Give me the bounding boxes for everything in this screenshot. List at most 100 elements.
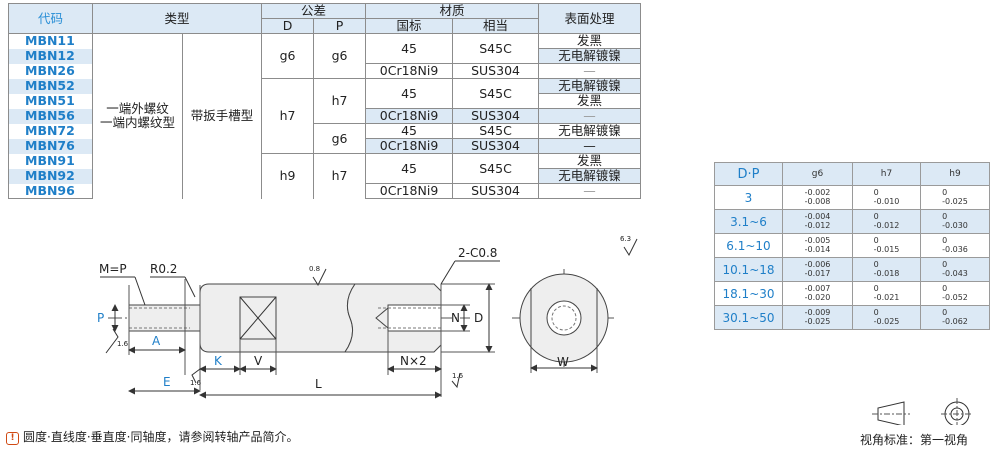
tol-lower: -0.008 <box>804 196 831 206</box>
tol-upper: 0 <box>873 259 879 269</box>
tol-lower: -0.043 <box>942 268 968 278</box>
table-row: MBN52 h7 h7 45 S45C 无电解镀镍 <box>8 78 642 154</box>
mat-gb-cell: 0Cr18Ni9 <box>365 183 454 199</box>
tol-value-pair: 0-0.025 <box>942 188 968 206</box>
header-type: 类型 <box>91 3 263 34</box>
code-cell: MBN51 <box>8 93 93 109</box>
note: ! 圆度·直线度·垂直度·同轴度，请参阅转轴产品简介。 <box>6 428 298 445</box>
tol-value-h9: 0-0.036 <box>920 233 990 258</box>
mat-eq-cell: S45C <box>452 33 540 64</box>
tol-p-cell: g6 <box>313 33 367 79</box>
tol-p-cell: g6 <box>313 123 367 154</box>
tol-lower: -0.015 <box>873 244 900 254</box>
tol-header-dp: D·P <box>714 162 783 186</box>
tol-value-h7: 0-0.015 <box>852 233 921 258</box>
tol-upper: 0 <box>873 187 879 197</box>
label-c08: 2-C0.8 <box>458 246 497 260</box>
tol-value-pair: -0.005-0.014 <box>805 236 831 254</box>
label-rough-16-b: 1.6 <box>190 379 202 387</box>
tol-p-cell: h7 <box>313 153 367 199</box>
tol-upper: 0 <box>873 283 879 293</box>
tol-d-cell: h9 <box>261 153 315 199</box>
table-row: MBN51 发黑 <box>8 93 642 109</box>
tol-lower: -0.025 <box>804 316 831 326</box>
label-p: P <box>97 311 104 325</box>
tol-upper: 0 <box>942 187 948 197</box>
tol-value-h7: 0-0.010 <box>852 185 921 210</box>
code-cell: MBN52 <box>8 78 93 94</box>
surface-cell: — <box>538 108 642 124</box>
tol-value-pair: 0-0.043 <box>942 260 968 278</box>
tol-header-g6: g6 <box>782 162 853 186</box>
surface-cell: — <box>538 63 642 79</box>
tol-value-g6: -0.004-0.012 <box>782 209 853 234</box>
surface-cell: 无电解镀镍 <box>538 78 642 94</box>
tol-value-h9: 0-0.025 <box>920 185 990 210</box>
label-n2: N×2 <box>400 354 427 368</box>
mat-eq-cell: SUS304 <box>452 138 540 154</box>
tol-header-h7: h7 <box>852 162 921 186</box>
tol-value-pair: 0-0.025 <box>874 308 900 326</box>
mat-eq-cell: S45C <box>452 78 540 109</box>
label-l: L <box>315 377 322 391</box>
technical-drawing: M=P R0.2 2-C0.8 0.8 6.3 1.6 1.6 1.6 P A … <box>97 235 973 425</box>
tol-size-cell: 3 <box>714 185 783 210</box>
type-a-line2: 一端内螺纹型 <box>99 115 175 131</box>
type-a-line1: 一端外螺纹 <box>106 101 169 117</box>
table-row: MBN11 一端外螺纹 一端内螺纹型 带扳手槽型 g6 g6 45 S45C 发… <box>8 33 642 199</box>
header-material: 材质 <box>365 3 540 19</box>
table-row: MBN96 0Cr18Ni9 SUS304 — <box>8 183 642 199</box>
note-text: 圆度·直线度·垂直度·同轴度，请参阅转轴产品简介。 <box>23 430 299 444</box>
header-tol-p: P <box>313 18 367 34</box>
tol-lower: -0.021 <box>873 292 900 302</box>
tol-d-cell: g6 <box>261 33 315 79</box>
label-a: A <box>152 334 161 348</box>
mat-gb-cell: 45 <box>365 123 454 139</box>
tol-upper: -0.002 <box>804 187 831 197</box>
tol-value-h7: 0-0.018 <box>852 257 921 282</box>
tol-value-h9: 0-0.052 <box>920 281 990 306</box>
tol-size-cell: 18.1~30 <box>714 281 783 306</box>
tol-lower: -0.025 <box>942 196 968 206</box>
tol-upper: 0 <box>942 211 948 221</box>
tol-value-pair: -0.009-0.025 <box>805 308 831 326</box>
code-cell: MBN76 <box>8 138 93 154</box>
tol-lower: -0.052 <box>942 292 968 302</box>
warning-icon: ! <box>6 432 19 445</box>
tol-upper: -0.006 <box>804 259 831 269</box>
view-standard: 视角标准：第一视角 <box>860 433 969 447</box>
table-row: MBN26 0Cr18Ni9 SUS304 — <box>8 63 642 79</box>
tol-upper: 0 <box>873 307 879 317</box>
mat-eq-cell: S45C <box>452 123 540 139</box>
tol-size-cell: 3.1~6 <box>714 209 783 234</box>
header-tolerance: 公差 <box>261 3 367 19</box>
tol-value-pair: 0-0.021 <box>874 284 900 302</box>
label-k: K <box>214 354 223 368</box>
code-cell: MBN11 <box>8 33 93 49</box>
tol-lower: -0.010 <box>873 196 900 206</box>
label-rough-63: 6.3 <box>620 235 631 243</box>
code-cell: MBN72 <box>8 123 93 139</box>
surface-cell: 无电解镀镍 <box>538 168 642 184</box>
tol-value-pair: -0.004-0.012 <box>805 212 831 230</box>
tol-upper: 0 <box>873 211 879 221</box>
tol-upper: 0 <box>942 307 948 317</box>
mat-gb-cell: 0Cr18Ni9 <box>365 108 454 124</box>
tol-size-cell: 10.1~18 <box>714 257 783 282</box>
label-r02: R0.2 <box>150 262 177 276</box>
tol-lower: -0.018 <box>873 268 900 278</box>
tol-upper: 0 <box>942 283 948 293</box>
label-m-eq-p: M=P <box>99 262 127 276</box>
table-row: MBN76 0Cr18Ni9 SUS304 — <box>8 138 642 154</box>
tol-value-g6: -0.006-0.017 <box>782 257 853 282</box>
table-row: MBN12 无电解镀镍 <box>8 48 642 64</box>
mat-gb-cell: 45 <box>365 78 454 109</box>
tol-value-pair: -0.006-0.017 <box>805 260 831 278</box>
tol-d-cell: h7 <box>261 78 315 154</box>
tol-value-pair: 0-0.018 <box>874 260 900 278</box>
tol-lower: -0.020 <box>804 292 831 302</box>
